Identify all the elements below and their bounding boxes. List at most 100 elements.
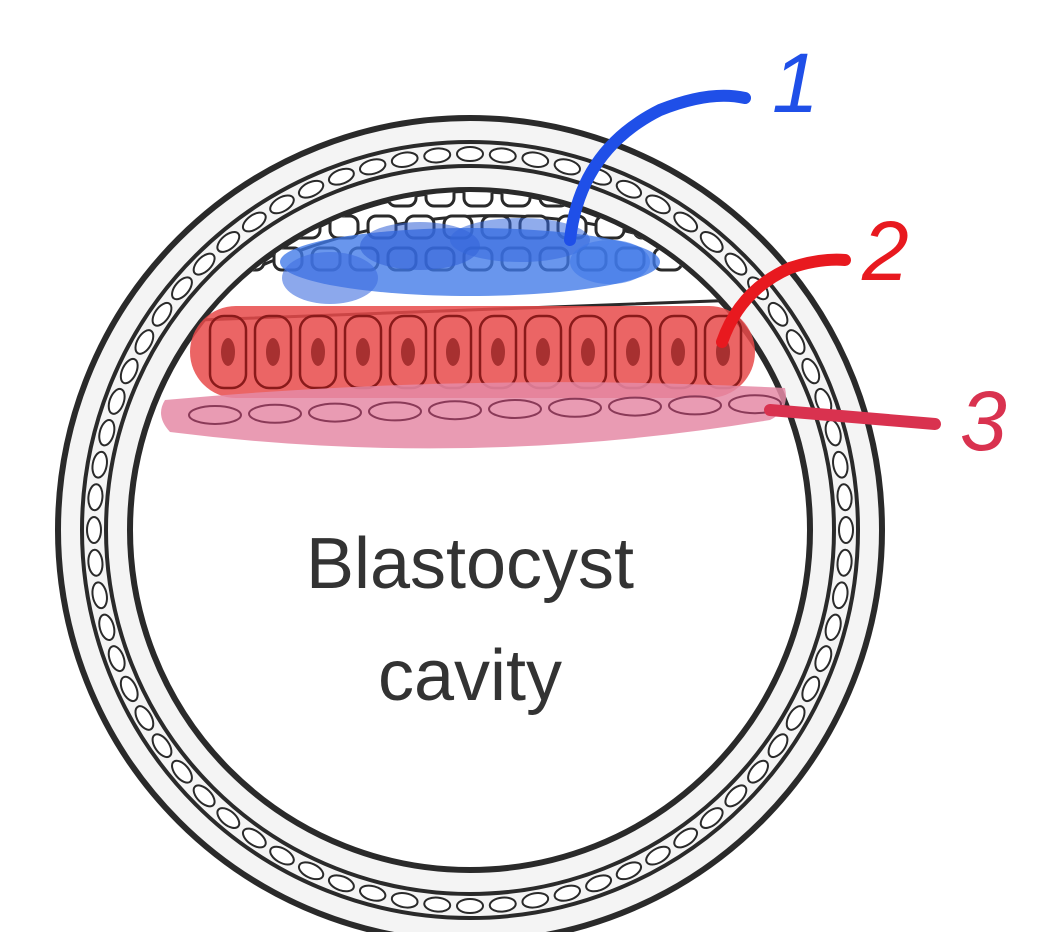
ring-cell (553, 158, 582, 176)
ring-cell (327, 167, 355, 186)
hypoblast-cell (668, 395, 722, 416)
cell-nucleus (626, 338, 640, 366)
ring-cell (836, 483, 853, 512)
ring-cell (553, 884, 582, 902)
cell-nucleus (671, 338, 685, 366)
ring-cell (585, 874, 613, 893)
ring-cell (615, 179, 643, 199)
ring-cell (488, 896, 517, 913)
ring-cell (645, 845, 671, 866)
hypoblast-cell (428, 400, 482, 421)
ring-cell (91, 581, 108, 610)
ring-cell (488, 147, 517, 164)
ring-cell (390, 892, 419, 909)
ring-cell (119, 357, 139, 385)
callout-1: 1 (564, 36, 819, 246)
ring-cell (151, 733, 173, 759)
cavity-label-line-2: cavity (377, 636, 563, 716)
ring-cell (521, 892, 550, 909)
ring-cell (747, 759, 769, 784)
ring-cell (171, 276, 193, 301)
ring-cell (645, 194, 671, 215)
ring-cell (832, 581, 849, 610)
cavity-label-line-1: Blastocyst (305, 524, 635, 604)
ring-cell (785, 705, 806, 731)
ring-cell (171, 759, 193, 784)
ring-cell (119, 675, 139, 703)
ring-cell (216, 807, 241, 829)
ring-cell (814, 645, 833, 673)
layer-1-blue (280, 218, 660, 304)
ring-cell (87, 483, 104, 512)
hypoblast-cell (608, 396, 662, 417)
ring-cell (724, 784, 748, 808)
ring-cell (832, 450, 849, 479)
ring-cell (327, 874, 355, 893)
epiblast-cell (208, 314, 248, 390)
cell-nucleus (581, 338, 595, 366)
ring-cell (767, 733, 789, 759)
layer-3-pink (161, 382, 786, 449)
ring-cell (615, 861, 643, 881)
ring-cell (134, 329, 155, 355)
callout-3-number: 3 (960, 374, 1007, 468)
callout-2: 2 (716, 204, 909, 348)
ring-cell (836, 548, 853, 577)
ring-cell (423, 147, 452, 164)
ring-cell (699, 807, 724, 829)
ring-cell (269, 845, 295, 866)
ring-cell (838, 516, 854, 544)
ring-cell (241, 827, 267, 849)
cell-nucleus (311, 338, 325, 366)
ring-cell (216, 231, 241, 253)
ring-cell (673, 211, 699, 233)
cell-nucleus (446, 338, 460, 366)
ring-cell (673, 827, 699, 849)
icm-cell (424, 192, 456, 208)
ring-cell (107, 387, 126, 415)
hypoblast-cell (248, 403, 302, 424)
ring-cell (785, 329, 806, 355)
callout-3: 3 (764, 374, 1007, 468)
cell-nucleus (536, 338, 550, 366)
ring-cell (456, 898, 484, 914)
cell-nucleus (356, 338, 370, 366)
ring-cell (358, 158, 387, 176)
ring-cell (824, 613, 842, 642)
cell-nucleus (401, 338, 415, 366)
hypoblast-cell (308, 402, 362, 423)
hypoblast-cell (188, 405, 242, 425)
ring-cell (767, 301, 789, 327)
ring-cell (241, 211, 267, 233)
ring-cell (297, 179, 325, 199)
cell-nucleus (221, 338, 235, 366)
ring-cell (107, 645, 126, 673)
ring-cell (98, 613, 116, 642)
epiblast-cell (298, 314, 338, 390)
ring-cell (91, 450, 108, 479)
ring-cell (699, 231, 724, 253)
hypoblast-cell (728, 394, 782, 415)
hypoblast-cell (488, 399, 542, 419)
ring-cell (134, 705, 155, 731)
icm-cell (462, 192, 494, 208)
cell-nucleus (266, 338, 280, 366)
epiblast-cell (253, 314, 293, 390)
ring-cell (456, 146, 484, 162)
ring-cell (358, 884, 387, 902)
ring-cell (192, 252, 216, 276)
hypoblast-cell (368, 401, 422, 422)
ring-cell (390, 151, 419, 168)
ring-cell (86, 516, 102, 544)
cell-nucleus (491, 338, 505, 366)
ring-cell (151, 301, 173, 327)
ring-cell (98, 418, 116, 447)
hypoblast-cell (548, 397, 602, 418)
ring-cell (87, 548, 104, 577)
ring-cell (801, 357, 821, 385)
callout-2-number: 2 (861, 204, 909, 298)
ring-cell (521, 151, 550, 168)
callout-1-number: 1 (772, 36, 819, 130)
ring-cell (724, 252, 748, 276)
